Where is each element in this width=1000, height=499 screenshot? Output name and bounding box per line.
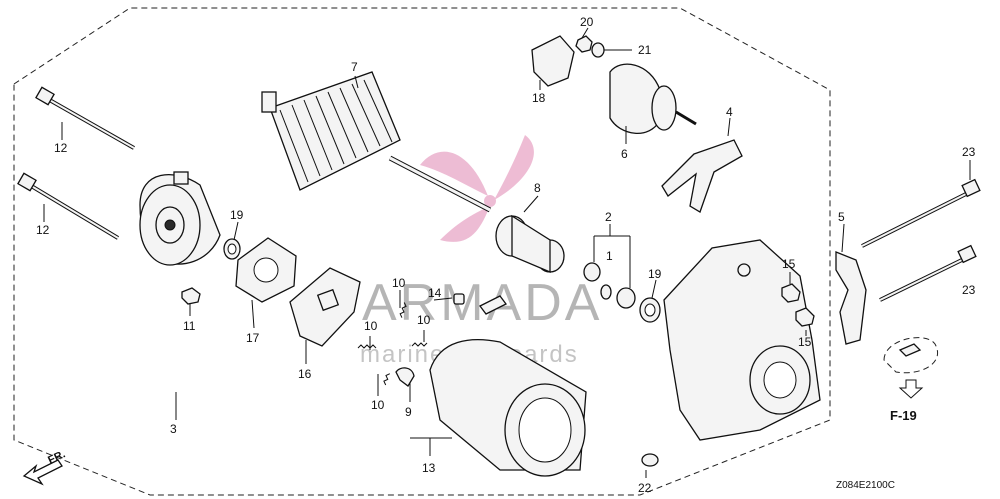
callout-8: 8	[534, 181, 541, 195]
front-direction-label: FR.	[46, 448, 67, 466]
collar	[583, 262, 601, 282]
callout-16: 16	[298, 367, 312, 381]
front-housing	[663, 239, 821, 441]
callout-21: 21	[638, 43, 652, 57]
bracket-bolt-lower	[879, 244, 977, 302]
callout-19a: 19	[230, 208, 244, 222]
callout-9: 9	[405, 405, 412, 419]
nut-15-lower	[795, 307, 815, 327]
small-nut	[181, 287, 201, 305]
bushing-right-hole	[644, 303, 656, 317]
callout-18: 18	[532, 91, 546, 105]
callout-23a: 23	[962, 145, 976, 159]
through-bolt-lower	[17, 172, 120, 240]
callout-10a: 10	[392, 276, 406, 290]
callout-3: 3	[170, 422, 177, 436]
nut-22	[641, 453, 659, 467]
bracket-bolt-upper	[861, 178, 981, 248]
small-bolts	[453, 293, 507, 315]
callout-5: 5	[838, 210, 845, 224]
callout-20: 20	[580, 15, 594, 29]
callout-12b: 12	[36, 223, 50, 237]
callout-11: 11	[183, 319, 196, 333]
drive-pinion	[495, 214, 565, 273]
rear-end-cover	[139, 171, 221, 266]
thrust-washer	[616, 287, 636, 309]
leader-lines	[43, 27, 971, 478]
bushing-left-hole	[227, 243, 237, 255]
callout-19b: 19	[648, 267, 662, 281]
callout-15b: 15	[798, 335, 812, 349]
armature	[261, 71, 492, 213]
callout-7: 7	[351, 60, 358, 74]
callout-23b: 23	[962, 283, 976, 297]
through-bolt-upper	[35, 86, 135, 150]
callout-2: 2	[605, 210, 612, 224]
callout-22: 22	[638, 481, 652, 495]
callout-6: 6	[621, 147, 628, 161]
callout-15a: 15	[782, 257, 796, 271]
callout-10b: 10	[364, 319, 378, 333]
callout-10d: 10	[371, 398, 385, 412]
callout-13: 13	[422, 461, 436, 475]
callout-4: 4	[726, 105, 733, 119]
yoke	[429, 339, 587, 477]
reference-label: F-19	[890, 408, 917, 423]
shift-lever	[661, 139, 743, 213]
drawing-code: Z084E2100C	[836, 480, 895, 491]
callout-1: 1	[606, 249, 613, 263]
bracket	[835, 251, 867, 345]
brush-clip	[395, 367, 415, 387]
nut-15-upper	[781, 283, 801, 303]
watermark-logo-icon	[420, 135, 534, 242]
washer-21	[591, 42, 605, 58]
solenoid	[609, 63, 697, 134]
assembly-boundary	[13, 7, 831, 496]
front-direction-arrow-icon	[22, 459, 63, 486]
solenoid-cap	[531, 35, 575, 87]
nut-20	[575, 35, 593, 53]
callout-17: 17	[246, 331, 260, 345]
brush-springs	[357, 302, 428, 386]
callout-10c: 10	[417, 313, 431, 327]
callout-14: 14	[428, 286, 442, 300]
snap-ring	[600, 284, 612, 300]
reference-bubble	[883, 337, 939, 399]
watermark-brand: ARMADA	[362, 274, 602, 332]
callout-12a: 12	[54, 141, 68, 155]
